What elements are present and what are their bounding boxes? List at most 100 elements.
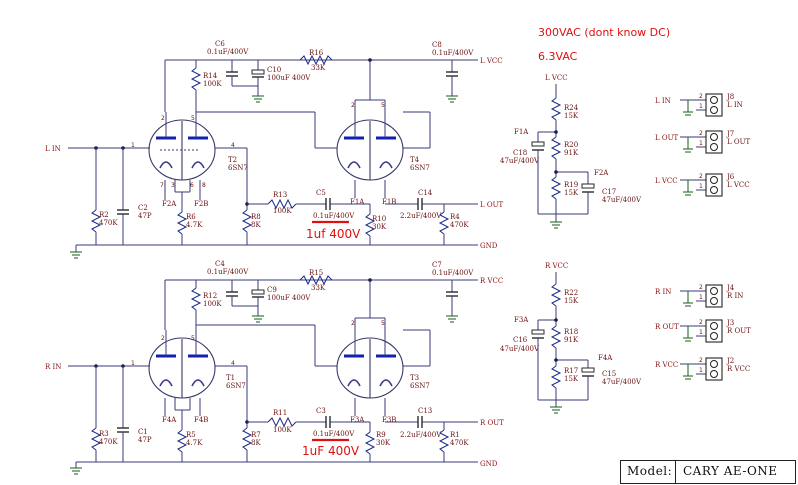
connector-name-r-out: R OUT <box>727 327 751 335</box>
tube-t4 <box>336 119 404 181</box>
label-c2: C2 <box>138 204 148 212</box>
label-r8-value: 8K <box>251 221 261 229</box>
label-f3b-t3: F3B <box>382 416 396 424</box>
label-r9: R9 <box>376 431 386 439</box>
connector-j3-body <box>705 319 723 343</box>
label-r15-value: 33K <box>311 284 326 292</box>
label-r8: R8 <box>251 213 261 221</box>
connector-pin1-label: 1 <box>699 140 703 147</box>
net-r-in: R IN <box>45 363 61 371</box>
connector-net-l-vcc: L VCC <box>655 177 678 185</box>
label-c17-value: 47uF/400V <box>602 196 642 204</box>
net-r-vcc-bottom: R VCC <box>480 277 503 285</box>
capacitor-c6 <box>226 60 238 86</box>
label-c4-value: 0.1uF/400V <box>207 268 249 276</box>
net-heater-r-vcc: R VCC <box>545 262 568 270</box>
label-c16-value: 47uF/400V <box>500 345 540 353</box>
connector-pin2-label: 2 <box>699 173 703 180</box>
label-c16: C16 <box>513 336 528 344</box>
label-r24: R24 <box>564 104 579 112</box>
connector-pin2-label: 2 <box>699 130 703 137</box>
net-r-out: R OUT <box>480 419 504 427</box>
label-c15-value: 47uF/400V <box>602 378 642 386</box>
label-r15: R15 <box>309 269 323 277</box>
label-r19: R19 <box>564 181 578 189</box>
tube-t3 <box>336 337 404 399</box>
label-t1-type: 6SN7 <box>226 382 246 390</box>
connector-name-r-vcc: R VCC <box>727 365 750 373</box>
label-c5-value: 0.1uF/400V <box>313 212 355 220</box>
pin-t2-7: 7 <box>160 182 164 189</box>
connector-pin1-label: 1 <box>699 367 703 374</box>
connector-ref-j2: J2 <box>726 357 734 365</box>
label-c1: C1 <box>138 428 148 436</box>
connector-ref-j6: J6 <box>726 173 735 181</box>
label-r6-value: 4.7K <box>186 221 203 229</box>
connector-pin-circle <box>710 360 718 368</box>
label-t3-type: 6SN7 <box>410 382 430 390</box>
connector-net-l-out: L OUT <box>655 134 679 142</box>
heater-divider-left: L VCC R24 15K F1A C18 47uF/400V R20 91K … <box>500 74 642 229</box>
pin-t1-1: 1 <box>131 360 135 367</box>
label-r22: R22 <box>564 289 578 297</box>
label-t1: T1 <box>226 374 235 382</box>
label-r4-value: 470K <box>450 221 469 229</box>
connector-j7-body <box>705 130 723 154</box>
label-c9: C9 <box>267 286 277 294</box>
label-c8: C8 <box>432 41 442 49</box>
connector-pin-circle <box>710 143 718 151</box>
tube-t1 <box>148 325 216 399</box>
label-c10-value: 100uF 400V <box>267 74 311 82</box>
connector-ref-j4: J4 <box>726 284 735 292</box>
connector-pin-circle <box>710 133 718 141</box>
pin-t1-2: 2 <box>161 335 165 342</box>
net-gnd-left: GND <box>480 242 498 250</box>
pin-t2-5: 5 <box>191 115 195 122</box>
connector-name-l-vcc: L VCC <box>727 181 750 189</box>
net-l-out: L OUT <box>480 201 504 209</box>
connector-name-r-in: R IN <box>727 292 743 300</box>
connector-j4-body <box>705 284 723 308</box>
label-c7: C7 <box>432 261 442 269</box>
connector-pin1-label: 1 <box>699 294 703 301</box>
label-c6-value: 0.1uF/400V <box>207 48 249 56</box>
label-f4b-t1: F4B <box>194 416 208 424</box>
label-r3: R3 <box>99 430 109 438</box>
label-heater-f1a: F1A <box>514 128 529 136</box>
label-r6: R6 <box>186 213 196 221</box>
label-heater-f2a: F2A <box>594 169 609 177</box>
title-block: Model: CARY AE-ONE <box>620 460 796 484</box>
label-r11: R11 <box>273 409 287 417</box>
label-f4a-t1: F4A <box>162 416 177 424</box>
connector-net-r-in: R IN <box>655 288 671 296</box>
title-block-divider <box>675 461 676 483</box>
label-r1-value: 470K <box>450 439 469 447</box>
label-c18-value: 47uF/400V <box>500 157 540 165</box>
connector-pin-circle <box>710 297 718 305</box>
connector-j6-body <box>705 173 723 197</box>
connector-pin1-label: 1 <box>699 329 703 336</box>
pin-t2-3: 3 <box>171 182 175 189</box>
label-r12-value: 100K <box>203 300 222 308</box>
connector-net-r-out: R OUT <box>655 323 679 331</box>
label-r9-value: 30K <box>376 439 391 447</box>
pin-t4-2: 2 <box>351 102 355 109</box>
label-r18: R18 <box>564 328 578 336</box>
label-r14: R14 <box>203 72 218 80</box>
label-r2: R2 <box>99 211 109 219</box>
label-r11-value: 100K <box>273 426 292 434</box>
label-r14-value: 100K <box>203 80 222 88</box>
connector-pin-circle <box>710 106 718 114</box>
connector-pin1-label: 1 <box>699 103 703 110</box>
connector-pin-circle <box>710 370 718 378</box>
connector-pin2-label: 2 <box>699 93 703 100</box>
net-l-vcc-top: L VCC <box>480 57 503 65</box>
label-r20: R20 <box>564 141 578 149</box>
label-r17-value: 15K <box>564 375 579 383</box>
connector-ref-j8: J8 <box>726 93 734 101</box>
label-c3-value: 0.1uF/400V <box>313 430 355 438</box>
connector-pin2-label: 2 <box>699 284 703 291</box>
label-f2a-t2: F2A <box>162 200 177 208</box>
label-t2: T2 <box>228 156 237 164</box>
